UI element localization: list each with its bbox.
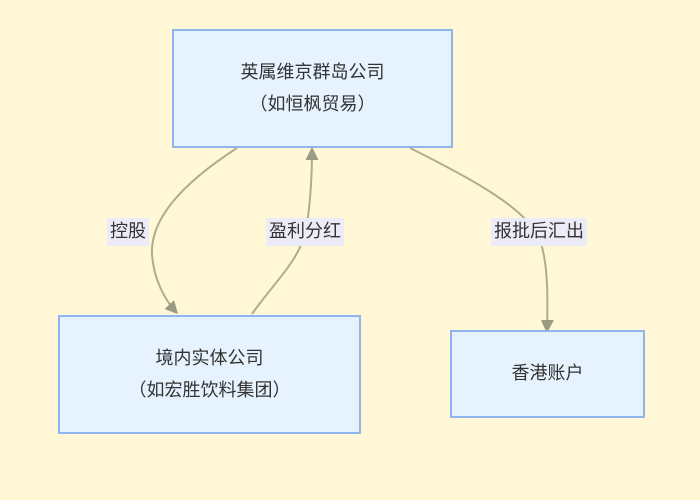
edge-label-holding: 控股	[107, 218, 149, 246]
edge-label-profit-distribution: 盈利分红	[266, 218, 344, 246]
node-bvi-company-example: （如恒枫贸易）	[249, 93, 376, 115]
node-domestic-entity-example: （如宏胜饮料集团）	[128, 379, 291, 401]
node-hk-account: 香港账户	[450, 330, 645, 418]
edge-label-remit: 报批后汇出	[491, 218, 587, 246]
node-bvi-company-name: 英属维京群岛公司	[240, 61, 385, 83]
edge-holding-line	[150, 147, 238, 312]
node-domestic-entity: 境内实体公司 （如宏胜饮料集团）	[58, 315, 361, 434]
node-hk-account-name: 香港账户	[511, 363, 584, 384]
node-domestic-entity-name: 境内实体公司	[155, 347, 264, 369]
node-bvi-company: 英属维京群岛公司 （如恒枫贸易）	[172, 29, 453, 148]
